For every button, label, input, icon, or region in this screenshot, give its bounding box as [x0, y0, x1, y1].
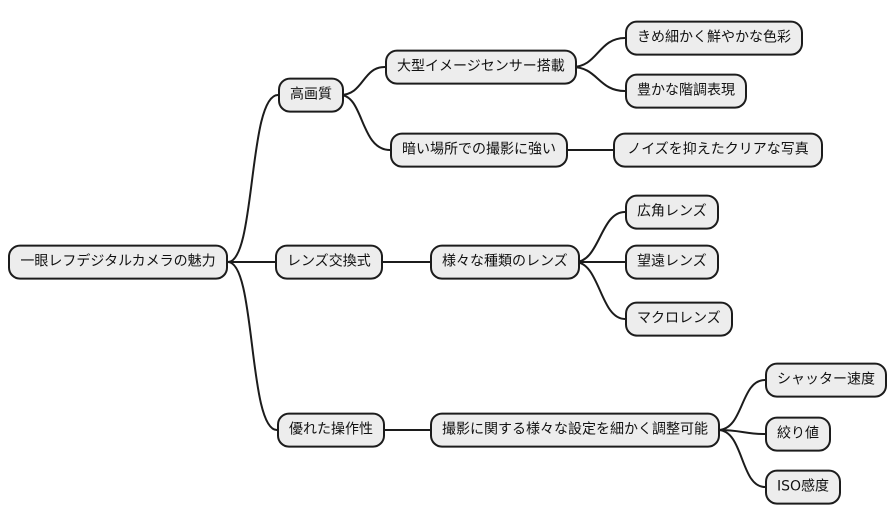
node-iso-sensitivity: ISO感度: [765, 469, 842, 505]
connector-sensor-color: [571, 37, 626, 68]
node-macro-lens: マクロレンズ: [625, 301, 733, 337]
node-root: 一眼レフデジタルカメラの魅力: [8, 244, 228, 280]
node-aperture-value: 絞り値: [765, 416, 831, 452]
connector-quality-darkplace: [339, 94, 391, 151]
node-interchangeable-lens: レンズ交換式: [275, 244, 383, 280]
node-fine-adjustable-settings: 撮影に関する様々な設定を細かく調整可能: [430, 412, 720, 448]
node-excellent-operability: 優れた操作性: [277, 412, 385, 448]
node-low-noise-clear-photos: ノイズを抑えたクリアな写真: [613, 132, 823, 168]
connector-sensor-tone: [571, 66, 626, 92]
connector-quality-sensor: [339, 66, 386, 96]
connector-lenstypes-wide: [574, 211, 626, 263]
node-fine-vivid-colors: きめ細かく鮮やかな色彩: [625, 20, 803, 56]
node-telephoto-lens: 望遠レンズ: [625, 244, 719, 280]
node-strong-in-dark: 暗い場所での撮影に強い: [390, 132, 568, 168]
connector-root-quality: [227, 94, 279, 263]
node-shutter-speed: シャッター速度: [765, 362, 887, 398]
node-wide-angle-lens: 広角レンズ: [625, 194, 719, 230]
connector-settings-shutter: [717, 379, 766, 431]
node-various-lens-types: 様々な種類のレンズ: [430, 244, 580, 280]
connector-root-operation: [227, 261, 278, 431]
node-rich-gradation: 豊かな階調表現: [625, 73, 747, 109]
node-high-image-quality: 高画質: [278, 77, 344, 113]
connector-settings-iso: [717, 429, 766, 488]
node-large-image-sensor: 大型イメージセンサー搭載: [385, 49, 577, 85]
connector-lenstypes-macro: [574, 261, 626, 320]
